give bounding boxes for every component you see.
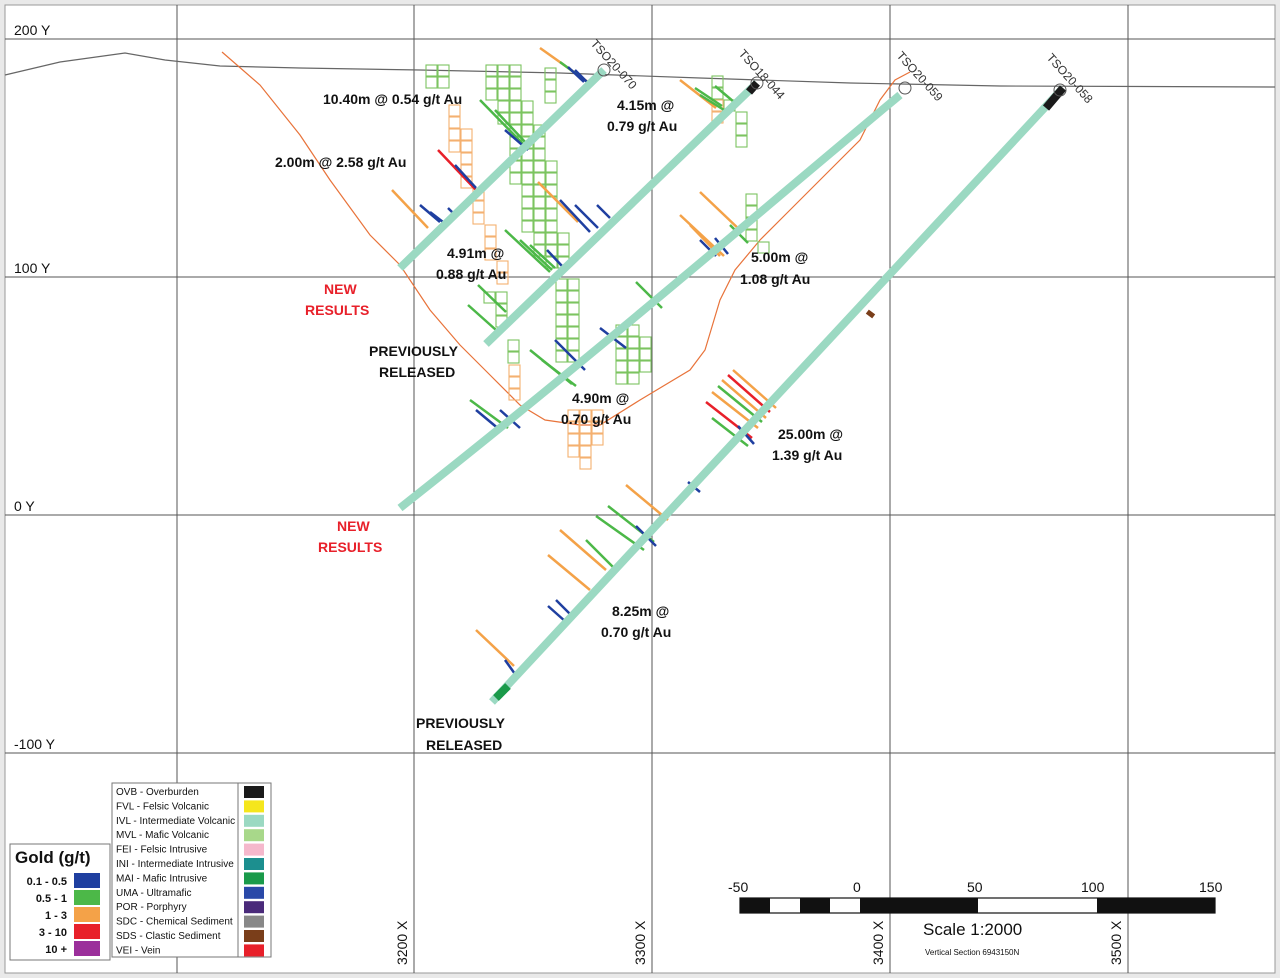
lithology-swatch <box>244 915 264 928</box>
lithology-legend-label: SDC - Chemical Sediment <box>116 917 233 928</box>
hole-trace-tso20-058 <box>489 85 1066 705</box>
gold-legend-label: 1 - 3 <box>45 910 67 922</box>
scale-tick-label: 100 <box>1081 879 1105 895</box>
y-label-0: 0 Y <box>14 498 35 514</box>
scale-subtitle: Vertical Section 6943150N <box>925 948 1020 957</box>
new-results-callout: NEW <box>337 518 370 534</box>
new-results-callout: RESULTS <box>305 302 369 318</box>
intercept-label: 1.39 g/t Au <box>772 447 842 463</box>
intercept-label: 8.25m @ <box>612 603 669 619</box>
lithology-legend-label: MAI - Mafic Intrusive <box>116 873 208 884</box>
lithology-swatch <box>244 872 264 885</box>
scale-bar: -50 0 50 100 150 Scale 1:2000 Vertical S… <box>728 879 1223 957</box>
y-label-200: 200 Y <box>14 22 51 38</box>
intercept-label: 0.70 g/t Au <box>561 411 631 427</box>
lithology-legend-label: VEI - Vein <box>116 945 160 956</box>
gold-legend: Gold (g/t) 0.1 - 0.5 0.5 - 1 1 - 3 3 - 10 10… <box>9 843 111 961</box>
intercept-label: 2.00m @ 2.58 g/t Au <box>275 154 406 170</box>
lithology-swatch <box>244 930 264 942</box>
lithology-swatch <box>244 886 264 899</box>
gold-legend-title: Gold (g/t) <box>15 848 91 867</box>
scale-tick-label: 0 <box>853 879 861 895</box>
lithology-legend-label: FEI - Felsic Intrusive <box>116 845 208 856</box>
intercept-label: 0.88 g/t Au <box>436 266 506 282</box>
gold-swatch <box>74 941 100 956</box>
gold-swatch <box>74 873 100 888</box>
scale-tick-label: 50 <box>967 879 983 895</box>
intercept-label: 5.00m @ <box>751 249 808 265</box>
lithology-swatch <box>244 944 264 957</box>
lithology-swatch <box>244 901 264 914</box>
lithology-swatch <box>244 858 264 870</box>
lithology-legend-label: SDS - Clastic Sediment <box>116 931 221 942</box>
hole-trace-tso18-044 <box>483 80 760 347</box>
lithology-swatch <box>244 814 264 827</box>
hole-trace-tso20-070 <box>397 67 607 271</box>
gold-legend-label: 0.5 - 1 <box>36 893 67 905</box>
lithology-swatch <box>244 800 264 813</box>
lithology-legend-label: OVB - Overburden <box>116 787 199 798</box>
x-label-3400: 3400 X <box>870 920 886 965</box>
lithology-legend-label: MVL - Mafic Volcanic <box>116 830 209 841</box>
scale-tick-label: 150 <box>1199 879 1223 895</box>
contour-line <box>221 51 911 426</box>
gold-legend-label: 10 + <box>45 944 67 956</box>
lithology-swatch <box>244 829 264 842</box>
topography-line <box>4 52 1276 88</box>
lithology-legend-label: POR - Porphyry <box>116 902 187 913</box>
previously-released-callout: RELEASED <box>379 364 455 380</box>
hole-end-mafic-segment <box>493 683 511 701</box>
x-label-3500: 3500 X <box>1108 920 1124 965</box>
intercept-label: 0.79 g/t Au <box>607 118 677 134</box>
x-label-3200: 3200 X <box>394 920 410 965</box>
lithology-legend-label: UMA - Ultramafic <box>116 888 192 899</box>
intercept-label: 10.40m @ 0.54 g/t Au <box>323 91 462 107</box>
intercept-label: 4.15m @ <box>617 97 674 113</box>
new-results-callout: NEW <box>324 281 357 297</box>
collar-markers <box>597 63 1067 97</box>
hole-sediment-segment <box>865 309 876 319</box>
previously-released-callout: PREVIOUSLY <box>416 715 506 731</box>
assay-bars <box>391 46 777 675</box>
intercept-label: 25.00m @ <box>778 426 843 442</box>
new-results-callout: RESULTS <box>318 539 382 555</box>
gold-swatch <box>74 890 100 905</box>
x-label-3300: 3300 X <box>632 920 648 965</box>
gold-swatch <box>74 907 100 922</box>
scale-title: Scale 1:2000 <box>923 920 1022 939</box>
gold-swatch <box>74 924 100 939</box>
hole-trace-tso20-059 <box>397 91 903 512</box>
lithology-legend-label: FVL - Felsic Volcanic <box>116 801 209 812</box>
gold-legend-label: 0.1 - 0.5 <box>27 876 67 888</box>
lithology-swatch <box>244 786 264 798</box>
scale-tick-label: -50 <box>728 879 748 895</box>
grid-lines <box>5 5 1275 973</box>
intercept-label: 4.91m @ <box>447 245 504 261</box>
gold-legend-label: 3 - 10 <box>39 927 67 939</box>
drillhole-traces <box>397 67 1066 705</box>
intercept-label: 4.90m @ <box>572 390 629 406</box>
intercept-label: 1.08 g/t Au <box>740 271 810 287</box>
y-label-100: 100 Y <box>14 260 51 276</box>
previously-released-callout: PREVIOUSLY <box>369 343 459 359</box>
previously-released-callout: RELEASED <box>426 737 502 753</box>
lithology-swatch <box>244 843 264 856</box>
lithology-legend-label: IVL - Intermediate Volcanic <box>116 816 235 827</box>
intercept-label: 0.70 g/t Au <box>601 624 671 640</box>
y-label-minus100: -100 Y <box>14 736 56 752</box>
lithology-legend-label: INI - Intermediate Intrusive <box>116 859 234 870</box>
